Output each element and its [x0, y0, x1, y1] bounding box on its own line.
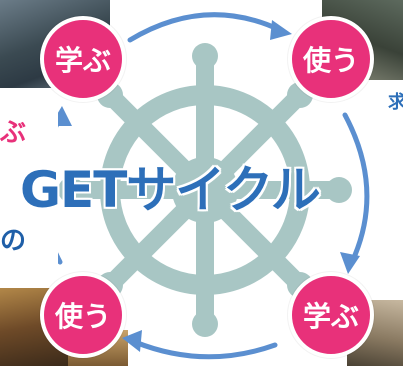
fragment-top-right: 求	[388, 92, 403, 113]
fragment-left-pink: ぶ	[0, 118, 27, 148]
badge-learn-bottom-right: 学ぶ	[288, 272, 374, 358]
ship-wheel-icon	[58, 43, 352, 337]
badge-use-bottom-left: 使う	[40, 272, 126, 358]
badge-use-top-right: 使う	[288, 16, 374, 102]
left-panel	[0, 88, 58, 288]
cycle-title: GETサイクル	[20, 161, 321, 219]
badge-learn-top-left: 学ぶ	[40, 16, 126, 102]
fragment-left-blue: の	[0, 226, 27, 256]
